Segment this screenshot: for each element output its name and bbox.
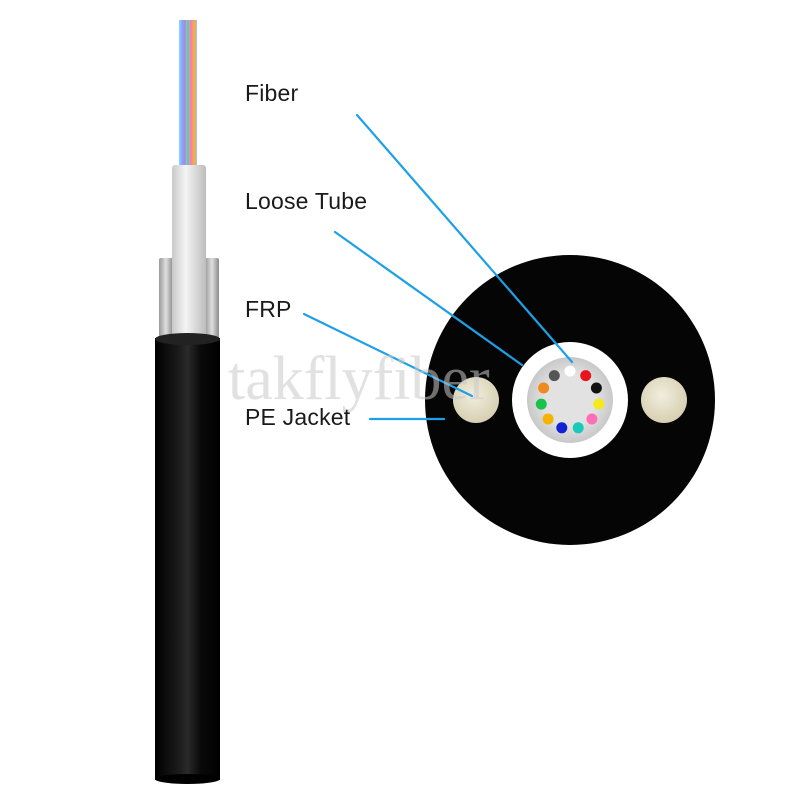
cable-cross-section — [425, 255, 715, 545]
fiber-label: Fiber — [245, 80, 299, 106]
loose-tube-label: Loose Tube — [245, 188, 368, 214]
fiber-dot-2 — [580, 370, 592, 382]
fiber-ring — [535, 365, 605, 434]
fiber-dot-5 — [586, 413, 598, 425]
frp-label: FRP — [245, 296, 292, 322]
pe-jacket-side — [155, 338, 220, 780]
pe-jacket-bottom — [155, 774, 220, 784]
fiber-dot-7 — [556, 422, 568, 434]
pe-jacket-label: PE Jacket — [245, 404, 351, 430]
frp-leader-line — [302, 312, 474, 398]
frp-cross-left — [453, 377, 499, 423]
frp-cross-right — [641, 377, 687, 423]
frp-rod-left — [159, 258, 173, 348]
fiber-dot-10 — [538, 382, 550, 394]
leader-lines — [302, 113, 574, 421]
pe-jacket-top — [155, 333, 220, 345]
fiber-dot-11 — [548, 370, 560, 382]
fiber-dot-1 — [564, 365, 576, 377]
loose-tube-leader-line — [333, 230, 524, 367]
fiber-dot-8 — [542, 413, 554, 425]
frp-rod-right — [205, 258, 219, 348]
fiber-strands — [181, 20, 195, 170]
loose-tube-side — [172, 165, 206, 345]
fiber-dot-9 — [535, 398, 547, 410]
fiber-leader-line — [355, 113, 574, 364]
fiber-dot-6 — [572, 422, 584, 434]
fiber-dot-4 — [593, 398, 605, 410]
cable-side-view — [155, 20, 220, 784]
fiber-dot-3 — [590, 382, 602, 394]
